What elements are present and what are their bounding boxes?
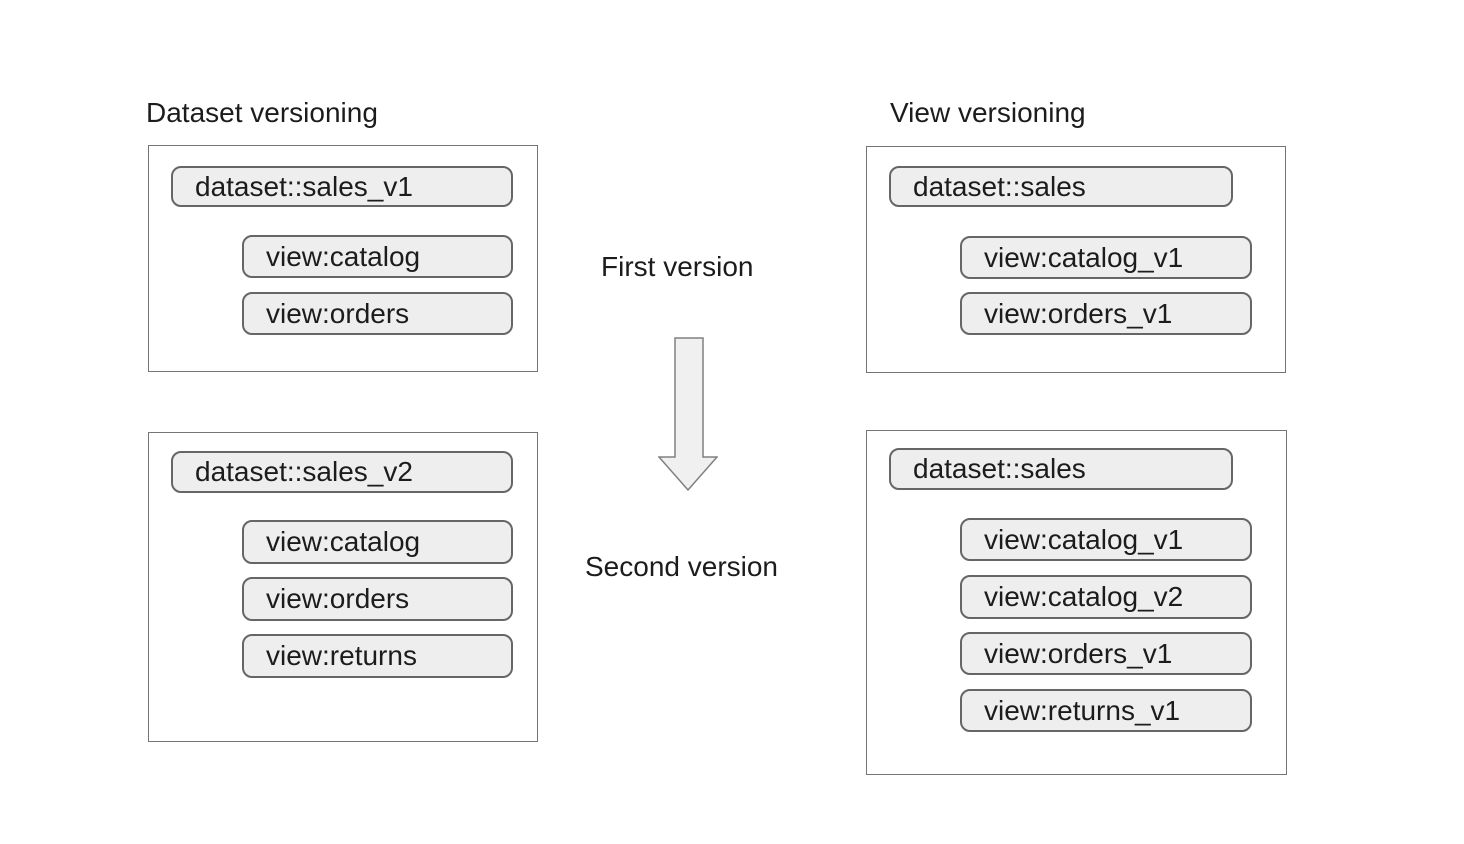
dataset-node: dataset::sales — [889, 166, 1233, 207]
down-arrow-icon — [657, 337, 719, 492]
dataset-versioning-v1-box: dataset::sales_v1 view:catalog view:orde… — [148, 145, 538, 372]
view-node: view:orders — [242, 292, 513, 335]
view-node: view:returns — [242, 634, 513, 678]
second-version-label: Second version — [585, 551, 779, 582]
view-node: view:catalog_v2 — [960, 575, 1252, 619]
view-node: view:catalog_v1 — [960, 236, 1252, 279]
view-node: view:orders_v1 — [960, 292, 1252, 335]
view-versioning-title: View versioning — [890, 97, 1086, 128]
view-node: view:orders — [242, 577, 513, 621]
view-node: view:catalog — [242, 520, 513, 564]
dataset-versioning-title: Dataset versioning — [146, 97, 378, 128]
view-versioning-v1-box: dataset::sales view:catalog_v1 view:orde… — [866, 146, 1286, 373]
dataset-node: dataset::sales_v2 — [171, 451, 513, 493]
dataset-node: dataset::sales_v1 — [171, 166, 513, 207]
view-versioning-v2-box: dataset::sales view:catalog_v1 view:cata… — [866, 430, 1287, 775]
view-node: view:returns_v1 — [960, 689, 1252, 732]
view-node: view:catalog — [242, 235, 513, 278]
view-node: view:orders_v1 — [960, 632, 1252, 675]
first-version-label: First version — [601, 251, 754, 282]
dataset-versioning-v2-box: dataset::sales_v2 view:catalog view:orde… — [148, 432, 538, 742]
view-node: view:catalog_v1 — [960, 518, 1252, 561]
dataset-node: dataset::sales — [889, 448, 1233, 490]
